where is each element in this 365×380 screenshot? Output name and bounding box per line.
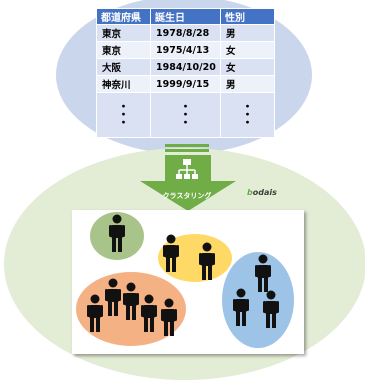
person-icon bbox=[87, 294, 103, 332]
cell-prefecture: 東京 bbox=[96, 41, 151, 59]
table-row: 東京 1978/8/28 男 bbox=[96, 24, 275, 42]
ellipsis-cell: ・ ・ ・ bbox=[220, 92, 275, 138]
person-icon bbox=[109, 214, 125, 252]
table-ellipsis-row: ・ ・ ・ ・ ・ ・ ・ ・ ・ bbox=[96, 92, 275, 138]
person-icon bbox=[263, 290, 279, 328]
person-icon bbox=[161, 298, 177, 336]
person-icon bbox=[233, 288, 249, 326]
hierarchy-icon bbox=[166, 158, 208, 196]
person-icon bbox=[255, 254, 271, 292]
table-row: 大阪 1984/10/20 女 bbox=[96, 58, 275, 76]
cell-birthday: 1978/8/28 bbox=[150, 24, 221, 42]
table-header-row: 都道府県 誕生日 性別 bbox=[96, 8, 275, 25]
cell-gender: 女 bbox=[220, 58, 275, 76]
clustering-result-panel bbox=[72, 210, 304, 354]
person-icon bbox=[123, 282, 139, 320]
person-icon bbox=[105, 278, 121, 316]
header-birthday: 誕生日 bbox=[150, 8, 221, 25]
cell-gender: 男 bbox=[220, 75, 275, 93]
cell-birthday: 1984/10/20 bbox=[150, 58, 221, 76]
person-icon bbox=[163, 234, 179, 272]
ellipsis-cell: ・ ・ ・ bbox=[96, 92, 151, 138]
cell-prefecture: 東京 bbox=[96, 24, 151, 42]
bodais-logo: bodais bbox=[247, 188, 277, 197]
cell-prefecture: 大阪 bbox=[96, 58, 151, 76]
down-arrow-icon bbox=[140, 155, 236, 211]
person-icon bbox=[199, 242, 215, 280]
header-prefecture: 都道府県 bbox=[96, 8, 151, 25]
clustering-label: クラスタリング bbox=[162, 192, 212, 200]
table-row: 東京 1975/4/13 女 bbox=[96, 41, 275, 59]
cell-gender: 女 bbox=[220, 41, 275, 59]
customer-data-table: 都道府県 誕生日 性別 東京 1978/8/28 男 東京 1975/4/13 … bbox=[96, 8, 275, 138]
table-row: 神奈川 1999/9/15 男 bbox=[96, 75, 275, 93]
cell-birthday: 1999/9/15 bbox=[150, 75, 221, 93]
cell-birthday: 1975/4/13 bbox=[150, 41, 221, 59]
header-gender: 性別 bbox=[220, 8, 275, 25]
cell-gender: 男 bbox=[220, 24, 275, 42]
ellipsis-cell: ・ ・ ・ bbox=[150, 92, 221, 138]
person-icon bbox=[141, 294, 157, 332]
cell-prefecture: 神奈川 bbox=[96, 75, 151, 93]
